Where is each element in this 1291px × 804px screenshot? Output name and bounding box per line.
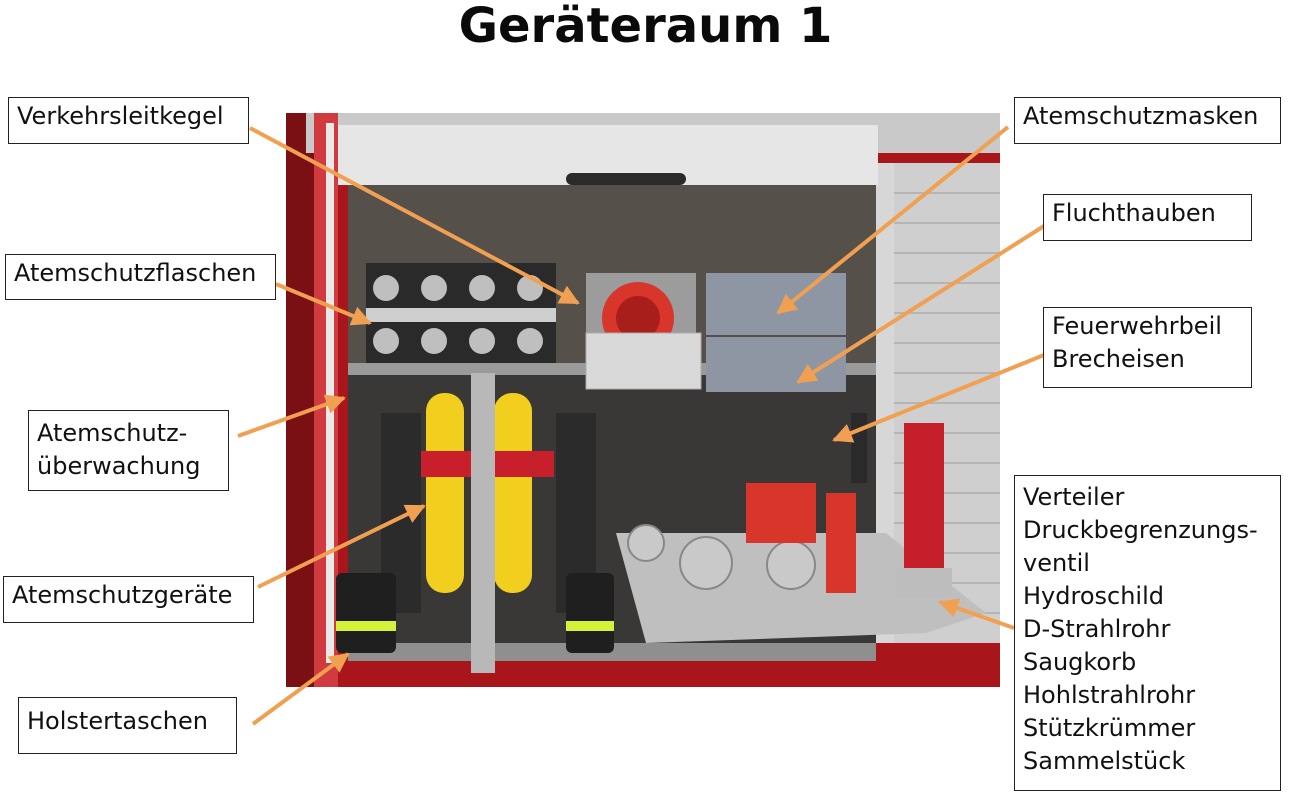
label-holstertaschen: Holstertaschen	[18, 697, 237, 754]
label-atemschutzmasken: Atemschutzmasken	[1014, 97, 1281, 144]
list-item: ventil	[1023, 549, 1090, 577]
label-feuerwehrbeil: Feuerwehrbeil Brecheisen	[1043, 307, 1252, 388]
label-atemschutzueberwachung-line1: Atemschutz-	[37, 419, 188, 447]
label-atemschutzueberwachung-line2: überwachung	[37, 452, 201, 480]
list-item: D-Strahlrohr	[1023, 615, 1171, 643]
list-item: Sammelstück	[1023, 747, 1186, 775]
list-item: Saugkorb	[1023, 648, 1137, 676]
label-fluchthauben-text: Fluchthauben	[1052, 199, 1216, 227]
label-atemschutzflaschen-text: Atemschutzflaschen	[14, 259, 257, 287]
equipment-compartment-photo	[286, 113, 1000, 687]
list-item: Stützkrümmer	[1023, 714, 1196, 742]
list-item: Hohlstrahlrohr	[1023, 681, 1196, 709]
label-verteiler-list: Verteiler Druckbegrenzungs- ventil Hydro…	[1014, 475, 1281, 791]
label-atemschutzflaschen: Atemschutzflaschen	[5, 254, 276, 300]
label-atemschutzmasken-text: Atemschutzmasken	[1023, 102, 1259, 130]
label-atemschutzgeraete-text: Atemschutzgeräte	[12, 581, 233, 609]
label-holstertaschen-text: Holstertaschen	[27, 707, 208, 735]
label-verkehrsleitkegel: Verkehrsleitkegel	[8, 97, 249, 144]
list-item: Hydroschild	[1023, 582, 1164, 610]
list-item: Verteiler	[1023, 483, 1125, 511]
label-atemschutzueberwachung: Atemschutz- überwachung	[28, 410, 229, 491]
label-fluchthauben: Fluchthauben	[1043, 194, 1252, 241]
page-title: Geräteraum 1	[458, 0, 833, 54]
list-item: Druckbegrenzungs-	[1023, 516, 1258, 544]
label-feuerwehrbeil-line2: Brecheisen	[1052, 345, 1185, 373]
label-verkehrsleitkegel-text: Verkehrsleitkegel	[17, 102, 224, 130]
label-atemschutzgeraete: Atemschutzgeräte	[3, 576, 254, 623]
label-feuerwehrbeil-line1: Feuerwehrbeil	[1052, 312, 1222, 340]
